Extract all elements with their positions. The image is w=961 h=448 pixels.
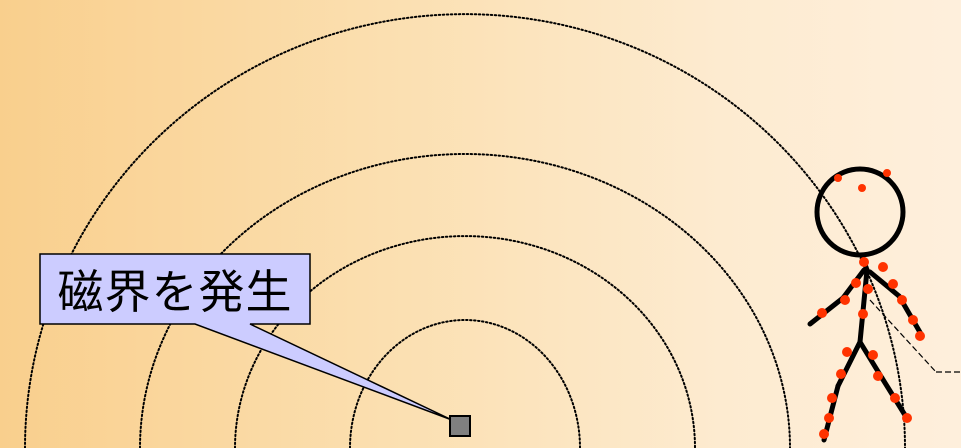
field-arc-4 [25,14,905,448]
marker-right-arm-1 [888,279,898,289]
marker-head-2 [883,169,891,177]
callout-label: 磁界を発生 [40,254,310,324]
marker-left-arm-2 [817,308,827,318]
marker-head-3 [858,184,866,192]
marker-hip-2 [868,350,878,360]
marker-right-leg-3 [902,413,912,423]
stick-figure-icon [810,169,921,440]
person-torso [860,270,867,342]
marker-hip-1 [842,347,852,357]
marker-left-arm-1 [840,295,850,305]
marker-right-leg-2 [890,393,900,403]
marker-head-1 [834,174,842,182]
marker-torso-2 [863,284,873,294]
marker-right-arm-4 [915,331,925,341]
marker-left-leg-4 [819,429,829,439]
marker-torso-3 [858,309,868,319]
marker-left-leg-3 [824,413,834,423]
emitter-square-icon [450,416,470,436]
field-lines [25,14,905,448]
marker-left-leg-2 [827,393,837,403]
leader-line-diagonal [870,300,936,372]
marker-right-arm-3 [908,315,918,325]
marker-neck-2 [878,262,888,272]
person-head [817,169,903,255]
marker-neck-1 [859,257,869,267]
marker-left-leg-1 [836,369,846,379]
marker-right-leg-1 [873,371,883,381]
marker-right-arm-2 [897,295,907,305]
marker-torso-1 [851,278,861,288]
